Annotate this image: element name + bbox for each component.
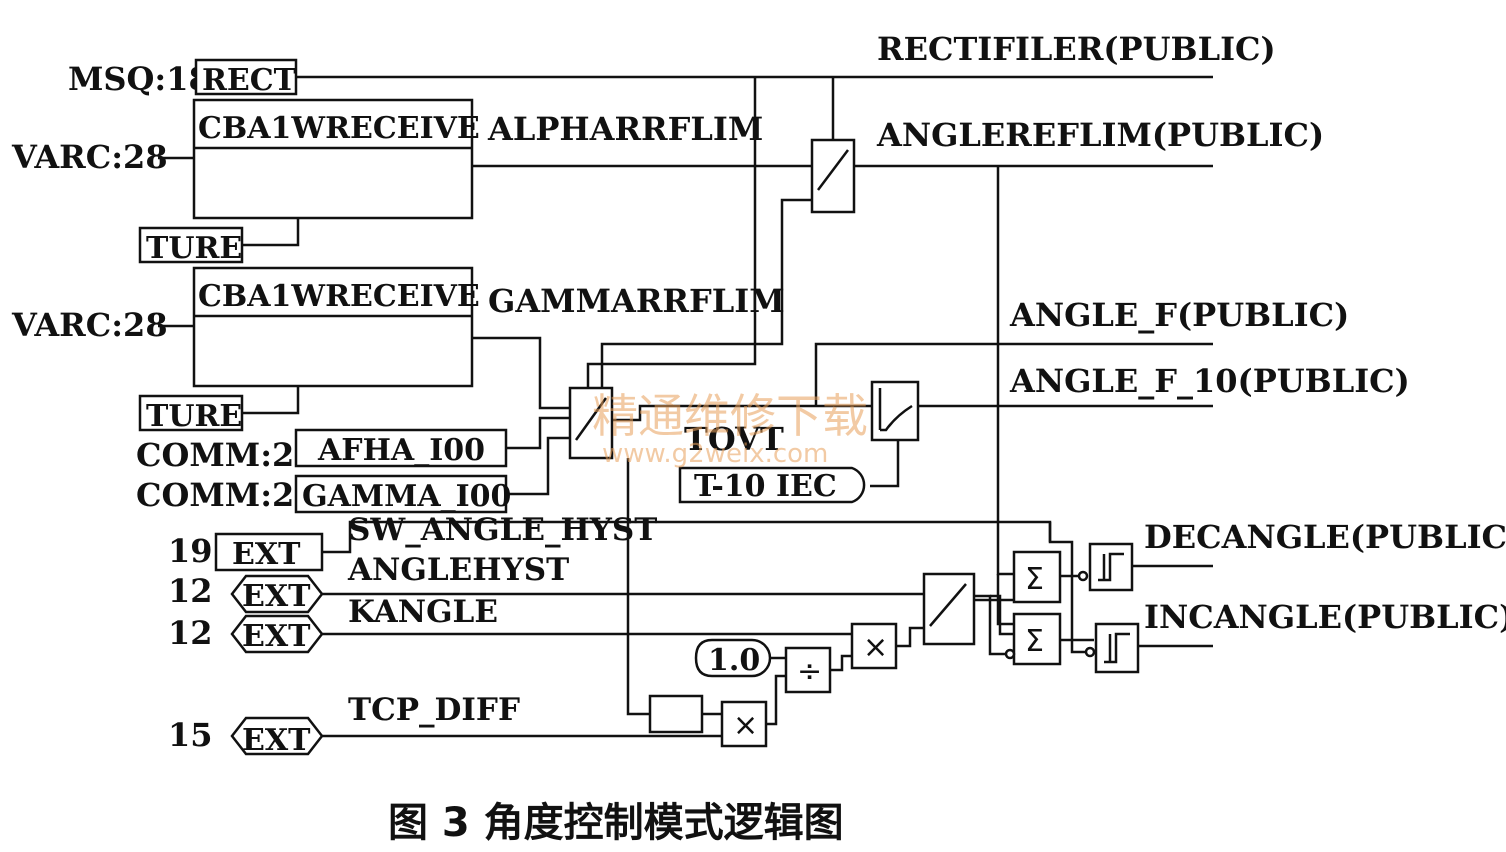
rectifiler-output-label: RECTIFILER(PUBLIC): [877, 30, 1276, 68]
divide-block: [784, 646, 832, 694]
ture-label-2: TURE: [146, 399, 242, 434]
rect-input-label: RECT: [202, 63, 297, 98]
receive-block-2-title: CBA1WRECEIVE: [198, 279, 480, 314]
anglereflim-output-label: ANGLEREFLIM(PUBLIC): [876, 116, 1324, 154]
sw-angle-hyst-label: SW_ANGLE_HYST: [348, 512, 657, 548]
multiply-block-1: [720, 700, 768, 748]
receive-block-1: [192, 98, 474, 220]
ext-input-12a-label: EXT: [242, 579, 311, 614]
multiply-to-switch-wire: [896, 626, 924, 648]
hysteresis-block-2: [1094, 622, 1140, 674]
ture-label-1: TURE: [146, 231, 242, 266]
select-to-tcp-wire: [626, 458, 650, 716]
hysteresis-symbol-1: [1098, 552, 1124, 582]
ext-number-15: 15: [168, 716, 213, 754]
gammarrflim-label: GAMMARRFLIM: [488, 282, 785, 320]
rect-to-select-wire: [586, 77, 757, 388]
hyst-switch-block: [922, 572, 976, 646]
figure-caption: 图 3 角度控制模式逻辑图: [388, 800, 844, 846]
constant-input-label: 1.0: [708, 643, 760, 678]
ture-wire-2: [242, 386, 300, 415]
tcp-diff-label: TCP_DIFF: [348, 692, 520, 728]
timer-wire: [870, 440, 900, 488]
hyst-to-sum-2-plus-wire: [990, 594, 1014, 636]
switch-to-select-wire: [600, 198, 812, 388]
afha-wire: [506, 416, 570, 450]
gamma-input-label: GAMMA_I00: [302, 479, 511, 514]
ext-number-19: 19: [168, 532, 213, 570]
ture-box-1: [138, 226, 244, 264]
receive-block-2: [192, 266, 474, 388]
varc-label-2: VARC:28: [11, 306, 168, 344]
timer-input-label: T-10 IEC: [694, 469, 837, 504]
msq-label: MSQ:18: [68, 60, 211, 98]
ext-input-12b: [230, 614, 324, 654]
watermark-url: www.g2weix.com: [602, 439, 828, 469]
ext-number-12b: 12: [168, 614, 213, 652]
gamma-input-box: [294, 474, 508, 514]
alpharrflim-label: ALPHARRFLIM: [487, 110, 763, 148]
angle-f-output-label: ANGLE_F(PUBLIC): [1009, 296, 1349, 334]
multiply-symbol-2: ×: [863, 630, 888, 665]
afha-input-label: AFHA_I00: [317, 433, 485, 468]
hyst-switch-symbol: [929, 583, 967, 627]
angle-select-symbol: [574, 397, 608, 441]
varc-label-1: VARC:28: [11, 138, 168, 176]
angle-f-wire: [612, 404, 872, 422]
anglehyst-label: ANGLEHYST: [347, 552, 569, 588]
ture-box-2: [138, 394, 244, 432]
hysteresis-symbol-2: [1104, 632, 1130, 664]
ext-input-12b-label: EXT: [242, 619, 311, 654]
filter-symbol: [878, 388, 913, 432]
invert-dot-comparator-1: [1077, 570, 1089, 582]
comm-label-2: COMM:22: [136, 476, 317, 514]
ext-input-15: [230, 716, 324, 756]
sum-symbol-1: Σ: [1025, 562, 1044, 597]
sw-hyst-to-comparators-wire: [1048, 522, 1086, 654]
gamma-wire: [506, 436, 570, 496]
tovt-label: TOVT: [684, 420, 784, 458]
constant-input-box: [694, 638, 772, 678]
invert-dot-sum-2: [1004, 648, 1016, 660]
tcp-aux-block: [648, 694, 704, 734]
multiply-1-to-divide-wire: [766, 674, 786, 726]
ext-input-19-label: EXT: [232, 537, 301, 572]
ext-input-12a: [230, 574, 324, 614]
hyst-to-sum-2-wire: [974, 594, 1006, 656]
top-switch-symbol: [817, 149, 849, 191]
angle-f-10-output-label: ANGLE_F_10(PUBLIC): [1009, 362, 1410, 400]
divide-to-multiply-wire: [830, 654, 852, 672]
kangle-label: KANGLE: [348, 594, 498, 630]
comm-label-1: COMM:22: [136, 436, 317, 474]
ext-input-15-label: EXT: [242, 723, 311, 758]
invert-dot-comparator-2: [1084, 646, 1096, 658]
decangle-output-label: DECANGLE(PUBLIC): [1144, 518, 1506, 556]
receive-block-1-title: CBA1WRECEIVE: [198, 111, 480, 146]
ture-wire-1: [242, 218, 300, 247]
divide-symbol: ÷: [797, 654, 822, 689]
ext-input-19: [214, 532, 324, 572]
ext-number-12a: 12: [168, 572, 213, 610]
watermark-text: 精通维修下载: [592, 389, 868, 443]
rect-input-box: [194, 58, 298, 96]
incangle-output-label: INCANGLE(PUBLIC): [1144, 598, 1506, 636]
angle-f-public-wire: [814, 342, 1213, 406]
sum-symbol-2: Σ: [1025, 624, 1044, 659]
multiply-symbol-1: ×: [733, 708, 758, 743]
anglereflim-to-sum-2-wire: [996, 574, 1014, 626]
gammarrflim-wire: [472, 336, 570, 410]
timer-input-box: [678, 466, 866, 504]
